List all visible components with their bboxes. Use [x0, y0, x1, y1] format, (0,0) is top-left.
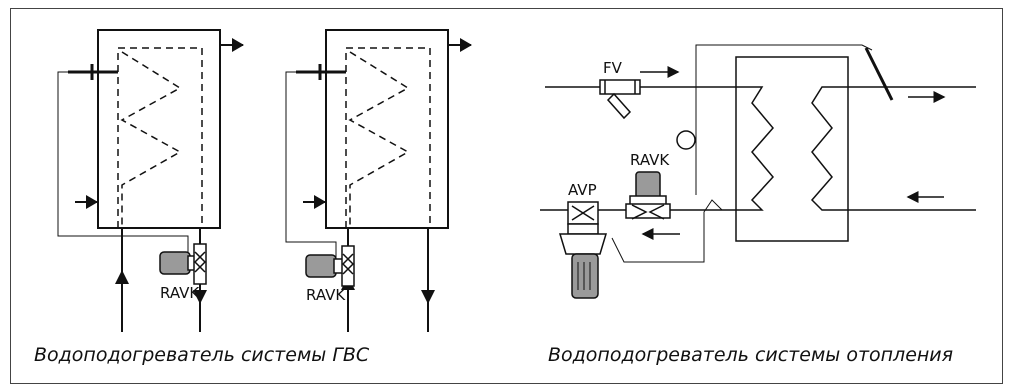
ravk-valve-2 [305, 245, 355, 287]
ravk-valve-right [625, 171, 671, 220]
heat-exchanger [735, 56, 849, 242]
dhw-heater-1 [57, 29, 244, 332]
heater-coil-1 [117, 47, 203, 229]
ravk-label-right: RAVK [630, 151, 670, 169]
avp-label: AVP [568, 181, 597, 199]
ravk-label-1: RAVK [160, 284, 200, 302]
heater-coil-2 [345, 47, 431, 229]
fv-filter [599, 79, 641, 120]
avp-regulator [558, 201, 608, 299]
fv-label: FV [603, 59, 623, 77]
ravk-valve-1 [159, 243, 207, 285]
ravk-label-2: RAVK [306, 286, 346, 304]
caption-dhw-heater: Водоподогреватель системы ГВС [34, 344, 370, 366]
caption-heating-heater: Водоподогреватель системы отопления [548, 344, 954, 366]
diagram-frame [10, 8, 1003, 384]
heating-heater [540, 44, 976, 263]
